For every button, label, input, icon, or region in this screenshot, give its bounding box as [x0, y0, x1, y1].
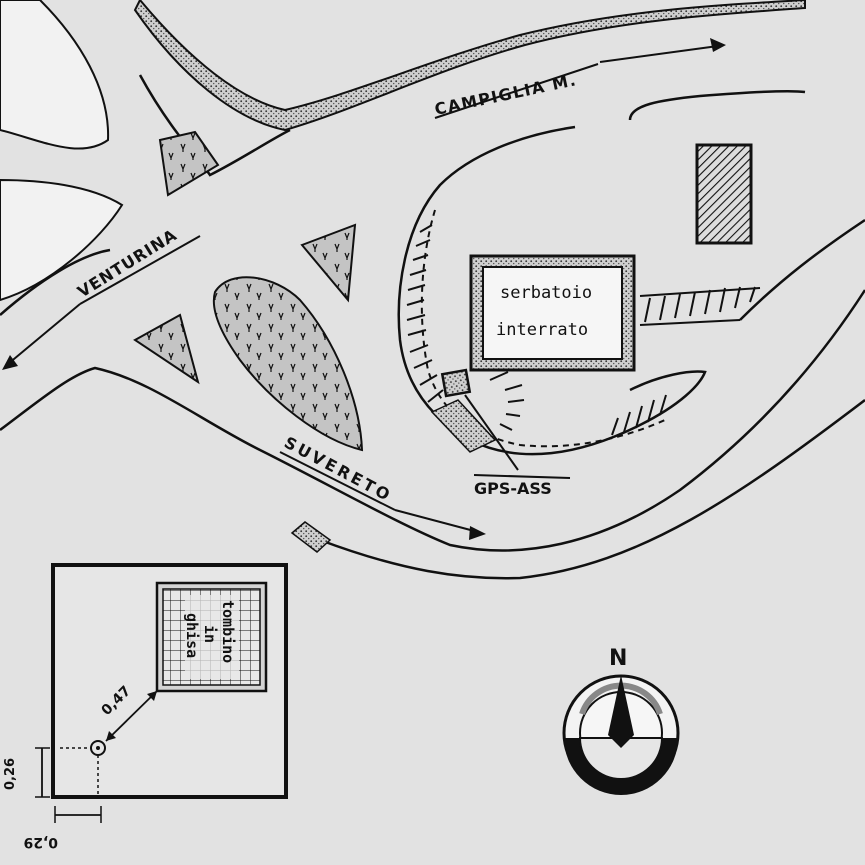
field-northwest — [0, 0, 110, 150]
road-edge — [628, 89, 806, 121]
inset-detail: tombino in ghisa 0,47 0,26 0,29 — [3, 563, 288, 850]
island-vegetation — [133, 313, 200, 385]
road-edge — [739, 218, 865, 321]
north-arrow-icon: N — [562, 646, 680, 795]
island-vegetation — [300, 223, 357, 303]
gps-label-underline — [473, 474, 571, 479]
road-band-north — [133, 0, 806, 132]
dim-label-vert: 0,26 — [3, 758, 18, 790]
tank-label-line2: interrato — [496, 320, 588, 340]
tank-label-line1: serbatoio — [500, 283, 592, 303]
field-west — [0, 178, 124, 302]
cover-label-line2: in — [201, 625, 219, 643]
dimension-diag — [105, 690, 158, 742]
island-vegetation — [158, 130, 220, 197]
cover-label-line1: tombino — [219, 600, 237, 663]
compass-north-label: N — [609, 646, 627, 671]
arrow-icon — [469, 526, 486, 540]
roadside-patch — [290, 521, 332, 553]
roadside-patch — [430, 399, 497, 453]
building — [695, 143, 753, 245]
road-edge — [138, 74, 291, 177]
road-label-suvereto: SUVERETO — [279, 433, 486, 540]
road-edge — [0, 289, 865, 552]
road-edge — [319, 399, 865, 580]
arrow-icon — [2, 355, 18, 370]
arrow-icon — [106, 731, 116, 741]
gps-leader-line — [464, 394, 519, 471]
embankment-hatching — [406, 224, 761, 436]
arrow-icon — [710, 38, 726, 52]
gps-label: GPS-ASS — [474, 479, 552, 498]
antenna-point-center — [96, 746, 100, 750]
island-vegetation — [212, 276, 364, 452]
cover-label-line3: ghisa — [183, 613, 201, 658]
road-edge — [0, 248, 111, 316]
tank-inner — [482, 266, 623, 360]
dim-label-horiz: 0,29 — [23, 834, 58, 850]
gps-marker-icon — [440, 368, 472, 398]
arrow-icon — [147, 691, 157, 701]
